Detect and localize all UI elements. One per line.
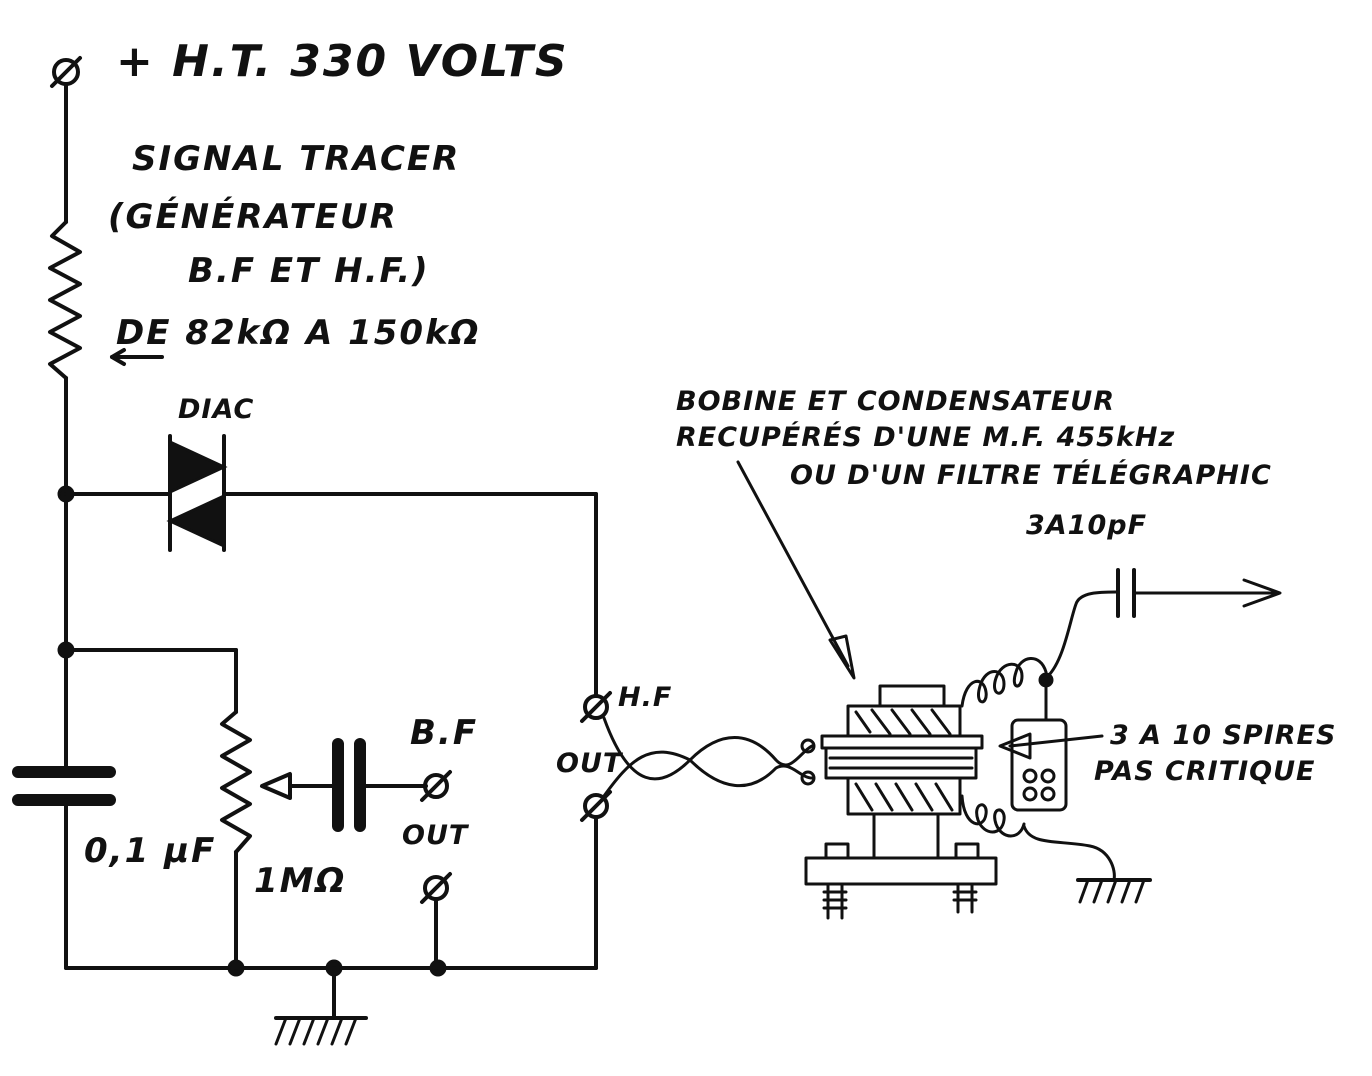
output-wire — [1046, 590, 1118, 678]
hf-out-terminal-top[interactable] — [580, 691, 612, 723]
title-line-1: SIGNAL TRACER — [132, 139, 460, 179]
ground-symbol — [274, 1016, 368, 1046]
turns-note-line-2: PAS CRITIQUE — [1094, 756, 1316, 787]
coupling-capacitor — [332, 738, 366, 832]
twisted-pair-cable — [602, 716, 816, 798]
diac-label: DIAC — [178, 394, 254, 425]
coil-assembly — [804, 684, 998, 920]
small-coil-top — [960, 657, 1048, 708]
coil-note-line-2: RECUPÉRÉS D'UNE M.F. 455kHz — [676, 421, 1175, 453]
pot-wiper-arrow — [260, 772, 338, 800]
pot-value-label: 1MΩ — [254, 861, 346, 901]
bf-out-terminal-top[interactable] — [420, 770, 452, 802]
capacitor-value-label: 0,1 µF — [84, 831, 216, 871]
turns-note-line-1: 3 A 10 SPIRES — [1110, 720, 1336, 751]
coil-note-line-1: BOBINE ET CONDENSATEUR — [676, 386, 1115, 417]
resistor-range-label: DE 82kΩ A 150kΩ — [116, 313, 481, 353]
turns-note-pointer — [998, 732, 1104, 760]
bf-label: B.F — [410, 713, 478, 753]
adjustable-resistor — [48, 220, 82, 380]
output-arrow — [1134, 578, 1282, 608]
coil-ground-symbol — [1076, 878, 1152, 904]
coil-note-line-3: OU D'UN FILTRE TÉLÉGRAPHIC — [790, 459, 1272, 491]
supply-voltage-label: + H.T. 330 VOLTS — [116, 36, 569, 87]
potentiometer-1mohm — [220, 710, 252, 854]
capacitor-0-1uf — [12, 766, 116, 806]
supply-terminal — [50, 56, 82, 88]
hf-label: H.F — [618, 682, 672, 713]
resistor-adjust-arrow — [110, 348, 164, 366]
coil-note-pointer — [736, 460, 856, 680]
hf-out-label: OUT — [556, 748, 624, 779]
small-coil-bottom — [960, 794, 1026, 838]
coil-ground-wire — [1022, 824, 1116, 882]
diac-symbol — [166, 434, 228, 552]
hf-out-terminal-bottom[interactable] — [580, 790, 612, 822]
output-capacitor-3-10pf — [1116, 568, 1136, 618]
title-line-2: (GÉNÉRATEUR — [108, 196, 398, 237]
output-capacitor-value: 3A10pF — [1026, 510, 1147, 541]
bf-out-label: OUT — [402, 820, 470, 851]
bf-out-terminal-bottom[interactable] — [420, 872, 452, 904]
trimmer-capacitor — [1010, 672, 1068, 812]
title-line-3: B.F ET H.F.) — [188, 251, 430, 291]
